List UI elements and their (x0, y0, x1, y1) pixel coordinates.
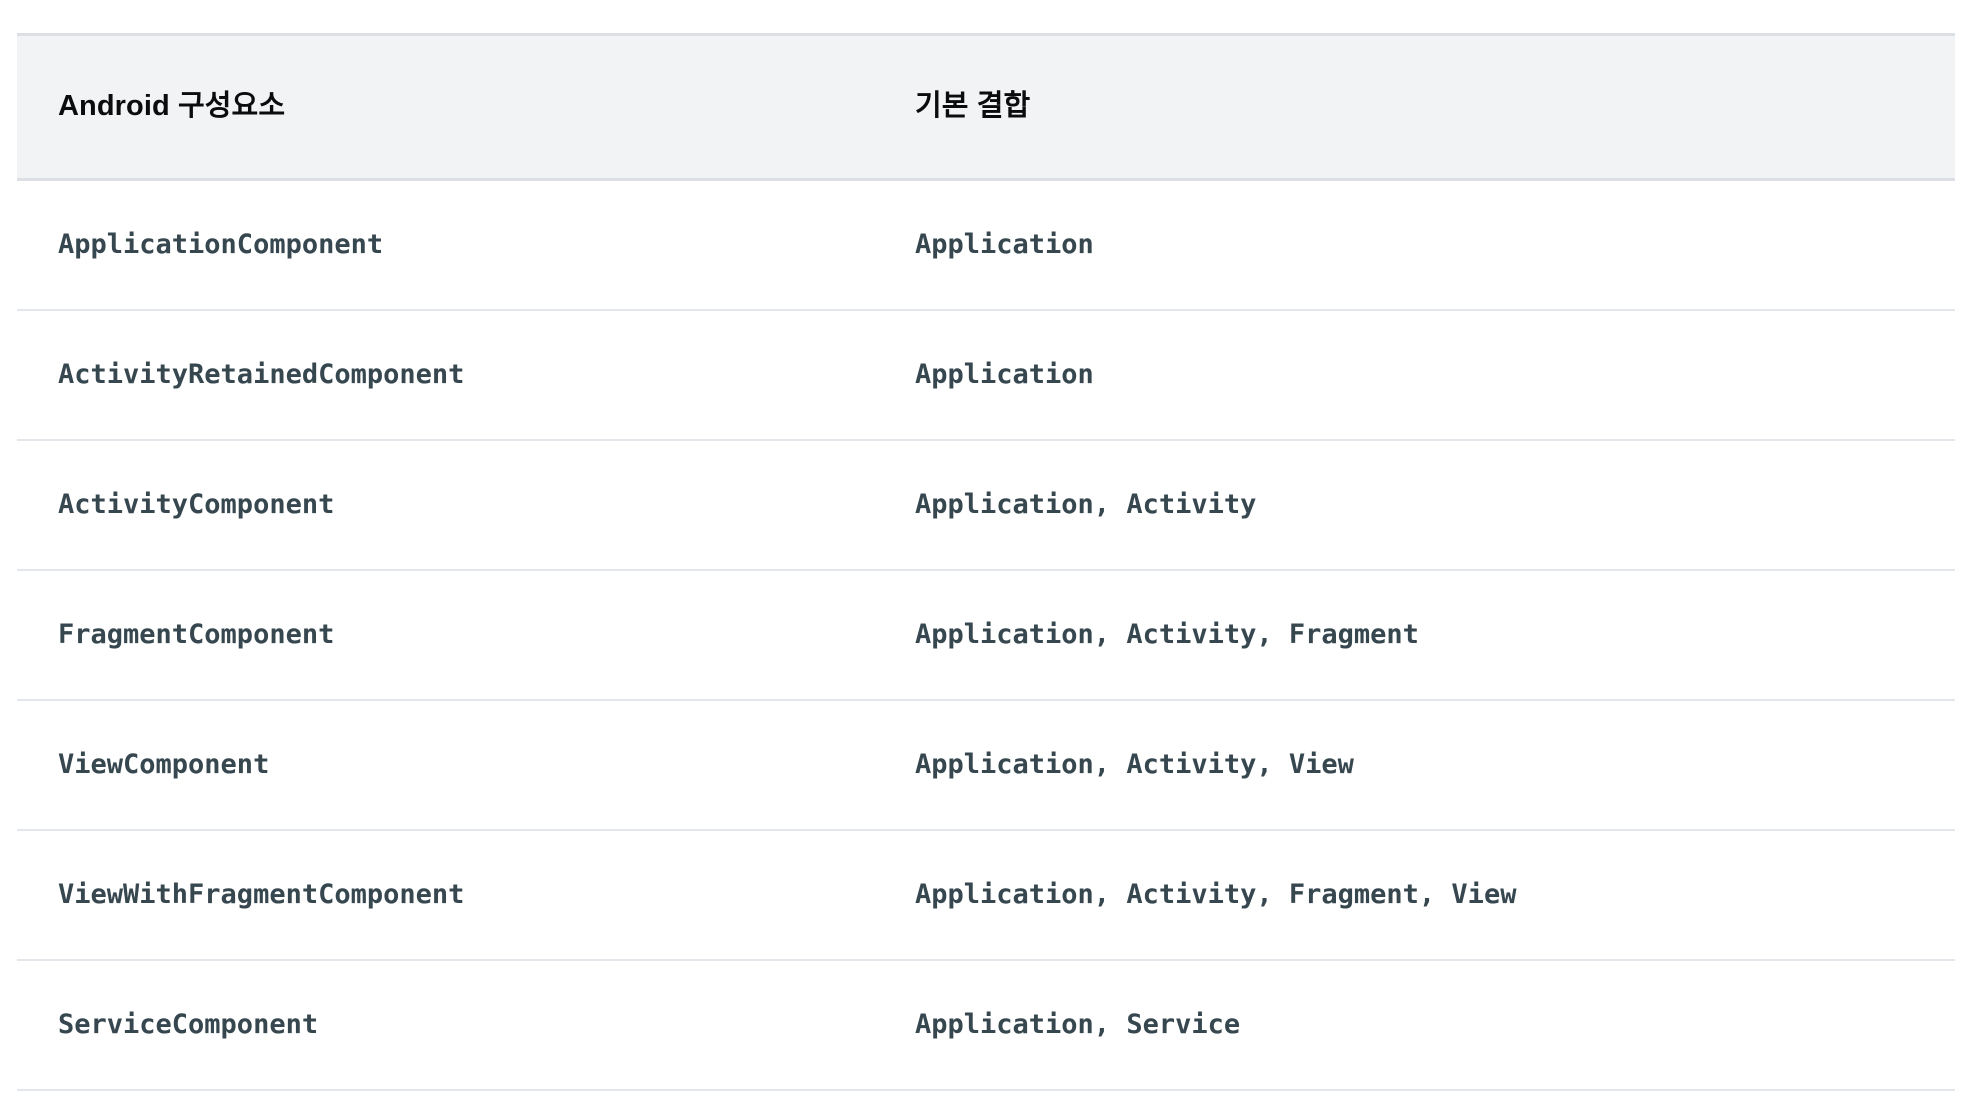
table-header: Android 구성요소 기본 결합 (17, 33, 1955, 181)
column-header-android-component: Android 구성요소 (17, 33, 915, 181)
cell-android-component: FragmentComponent (17, 570, 915, 701)
table-header-row: Android 구성요소 기본 결합 (17, 33, 1955, 181)
cell-default-bindings: Application, Activity, Fragment, View (915, 830, 1955, 961)
cell-android-component: ActivityComponent (17, 440, 915, 571)
cell-android-component: ServiceComponent (17, 960, 915, 1091)
cell-android-component: ViewComponent (17, 700, 915, 831)
cell-default-bindings: Application, Activity, View (915, 700, 1955, 831)
cell-android-component: ViewWithFragmentComponent (17, 830, 915, 961)
cell-android-component: ActivityRetainedComponent (17, 310, 915, 441)
cell-default-bindings: Application, Activity (915, 440, 1955, 571)
cell-android-component: ApplicationComponent (17, 179, 915, 311)
cell-default-bindings: Application, Service (915, 960, 1955, 1091)
column-header-default-bindings: 기본 결합 (915, 33, 1955, 181)
cell-default-bindings: Application (915, 310, 1955, 441)
cell-default-bindings: Application, Activity, Fragment (915, 570, 1955, 701)
cell-default-bindings: Application (915, 179, 1955, 311)
